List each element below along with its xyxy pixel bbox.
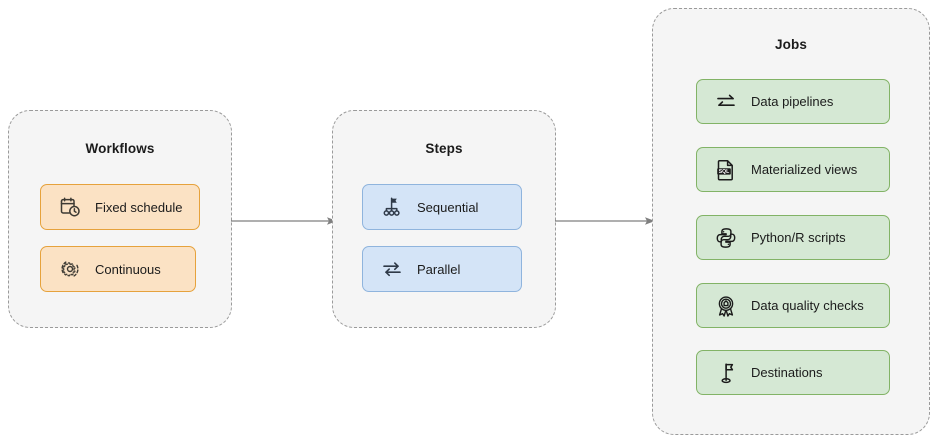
item-fixed-schedule[interactable]: Fixed schedule (40, 184, 200, 230)
connector-workflows-to-steps (231, 214, 337, 228)
item-label: Data quality checks (751, 298, 864, 313)
group-workflows-title: Workflows (85, 141, 155, 156)
flag-hierarchy-icon (379, 194, 405, 220)
item-label: Python/R scripts (751, 230, 846, 245)
group-steps-title: Steps (425, 141, 463, 156)
award-medal-icon (713, 293, 739, 319)
item-destinations[interactable]: Destinations (696, 350, 890, 395)
item-parallel[interactable]: Parallel (362, 246, 522, 292)
python-icon (713, 225, 739, 251)
item-label: Materialized views (751, 162, 858, 177)
parallel-arrows-icon (379, 256, 405, 282)
calendar-clock-icon (57, 194, 83, 220)
item-data-pipelines[interactable]: Data pipelines (696, 79, 890, 124)
item-python-r-scripts[interactable]: Python/R scripts (696, 215, 890, 260)
item-continuous[interactable]: Continuous (40, 246, 196, 292)
item-label: Fixed schedule (95, 199, 183, 215)
item-label: Destinations (751, 365, 823, 380)
item-label: Continuous (95, 261, 161, 277)
svg-text:SQL: SQL (719, 169, 729, 175)
item-materialized-views[interactable]: SQL Materialized views (696, 147, 890, 192)
item-data-quality-checks[interactable]: Data quality checks (696, 283, 890, 328)
group-jobs-title: Jobs (775, 37, 807, 52)
connector-steps-to-jobs (555, 214, 655, 228)
destination-flag-icon (713, 360, 739, 386)
continuous-gear-icon (57, 256, 83, 282)
exchange-arrows-icon (713, 89, 739, 115)
sql-file-icon: SQL (713, 157, 739, 183)
item-label: Sequential (417, 199, 479, 215)
item-sequential[interactable]: Sequential (362, 184, 522, 230)
item-label: Data pipelines (751, 94, 834, 109)
item-label: Parallel (417, 261, 461, 277)
